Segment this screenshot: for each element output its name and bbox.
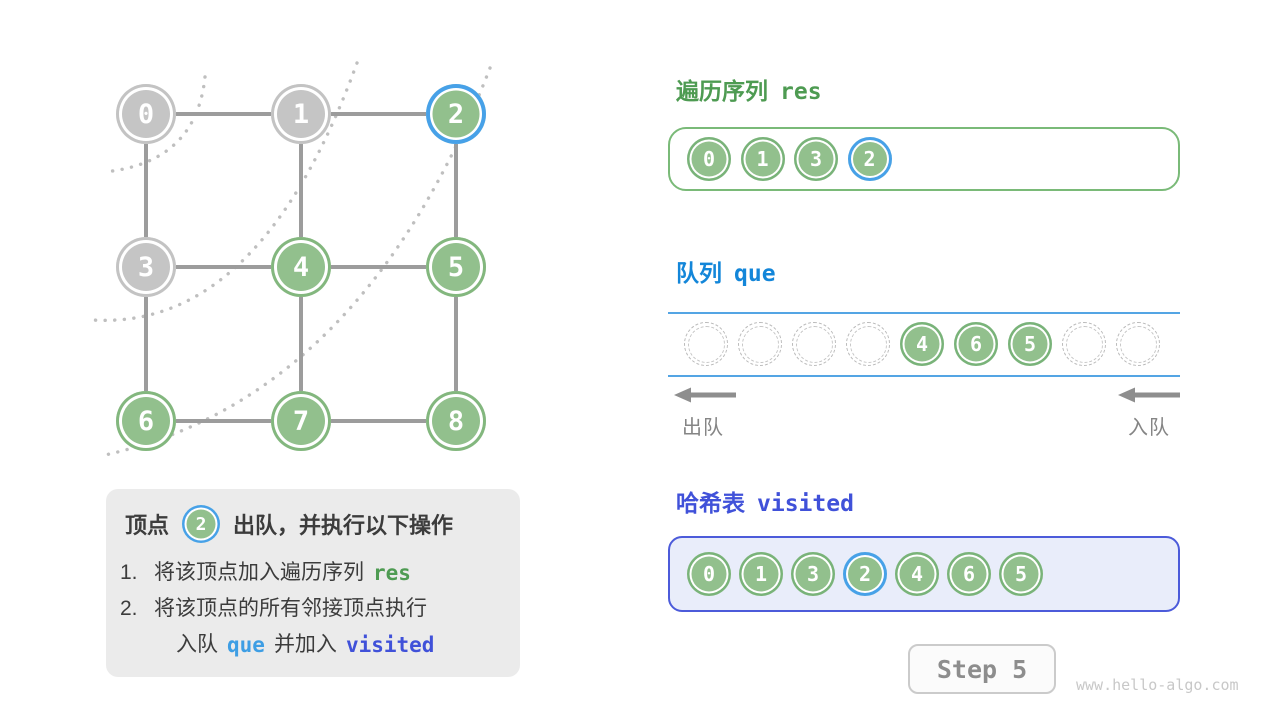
queue-slot-empty xyxy=(684,322,728,366)
panel-operation-list: 1. 将该顶点加入遍历序列 res 2. 将该顶点的所有邻接顶点执行 入队 qu… xyxy=(106,555,520,663)
panel-vertex-badge: 2 xyxy=(182,505,221,543)
res-item-1: 1 xyxy=(740,137,785,181)
watermark-url: www.hello-algo.com xyxy=(1076,676,1239,694)
step-2-text: 将该顶点的所有邻接顶点执行 xyxy=(154,597,427,620)
step-2-text-enqueue: 入队 xyxy=(176,633,218,656)
graph-node-7: 7 xyxy=(271,391,331,451)
visited-title-code: visited xyxy=(757,491,854,517)
res-item-3: 3 xyxy=(794,137,838,181)
queue-title-cn: 队列 xyxy=(676,260,722,286)
panel-title: 顶点 2 出队，并执行以下操作 xyxy=(106,489,520,543)
queue-slot-empty xyxy=(738,322,782,366)
res-item-2-current: 2 xyxy=(847,137,892,181)
bfs-wave-arc-3 xyxy=(103,66,492,457)
panel-step-2-cont: 入队 que 并加入 visited xyxy=(120,627,520,663)
graph-node-6: 6 xyxy=(116,391,176,451)
graph-node-8: 8 xyxy=(426,391,486,451)
visited-item-4: 4 xyxy=(895,552,939,596)
queue-section-title: 队列 que xyxy=(676,254,776,288)
graph-node-2-current: 2 xyxy=(426,84,486,144)
queue-slot-empty xyxy=(1116,322,1160,366)
operation-panel: 顶点 2 出队，并执行以下操作 1. 将该顶点加入遍历序列 res 2. 将该顶… xyxy=(106,489,520,677)
queue-slots-row: 4 6 5 xyxy=(684,322,1160,366)
graph-node-0: 0 xyxy=(116,84,176,144)
queue-slot-6: 6 xyxy=(954,322,998,366)
dequeue-arrow-icon xyxy=(674,387,736,403)
queue-slot-5: 5 xyxy=(1008,322,1052,366)
graph-node-1: 1 xyxy=(271,84,331,144)
queue-slot-empty xyxy=(1062,322,1106,366)
visited-item-0: 0 xyxy=(687,552,731,596)
queue-slot-empty xyxy=(792,322,836,366)
queue-strip-top-line xyxy=(668,312,1180,314)
enqueue-arrow-icon xyxy=(1118,387,1180,403)
visited-item-2-current: 2 xyxy=(843,552,887,596)
graph-node-4: 4 xyxy=(271,237,331,297)
visited-hashset-box: 0 1 3 2 4 6 5 xyxy=(668,536,1180,612)
step-1-code-res: res xyxy=(373,561,411,585)
res-item-0: 0 xyxy=(687,137,731,181)
bfs-wave-arc-2 xyxy=(91,61,359,323)
queue-title-code: que xyxy=(734,261,776,287)
visited-item-1: 1 xyxy=(739,552,783,596)
visited-item-6: 6 xyxy=(947,552,991,596)
visited-item-3: 3 xyxy=(791,552,835,596)
step-1-text: 将该顶点加入遍历序列 xyxy=(154,561,364,584)
queue-slot-empty xyxy=(846,322,890,366)
res-section-title: 遍历序列 res xyxy=(676,72,822,106)
step-indicator: Step 5 xyxy=(908,644,1056,694)
step-2-number: 2. xyxy=(120,597,138,620)
panel-title-suffix: 出队，并执行以下操作 xyxy=(233,513,454,538)
visited-item-5: 5 xyxy=(999,552,1043,596)
graph-node-3: 3 xyxy=(116,237,176,297)
bfs-wave-arc-1 xyxy=(102,75,207,174)
panel-step-2: 2. 将该顶点的所有邻接顶点执行 xyxy=(120,591,520,627)
queue-slot-4: 4 xyxy=(900,322,944,366)
queue-strip-bottom-line xyxy=(668,375,1180,377)
step-2-code-que: que xyxy=(227,633,265,657)
res-sequence-box: 0 1 3 2 xyxy=(668,127,1180,191)
enqueue-label: 入队 xyxy=(1128,417,1170,439)
visited-title-cn: 哈希表 xyxy=(676,490,745,516)
graph-node-5: 5 xyxy=(426,237,486,297)
panel-step-1: 1. 将该顶点加入遍历序列 res xyxy=(120,555,520,591)
panel-title-prefix: 顶点 xyxy=(125,513,170,538)
step-2-text-add: 并加入 xyxy=(273,633,337,656)
res-title-cn: 遍历序列 xyxy=(676,78,768,104)
res-title-code: res xyxy=(780,79,822,105)
visited-section-title: 哈希表 visited xyxy=(676,484,854,518)
step-2-code-visited: visited xyxy=(345,633,435,657)
step-1-number: 1. xyxy=(120,561,138,584)
dequeue-label: 出队 xyxy=(682,417,724,439)
